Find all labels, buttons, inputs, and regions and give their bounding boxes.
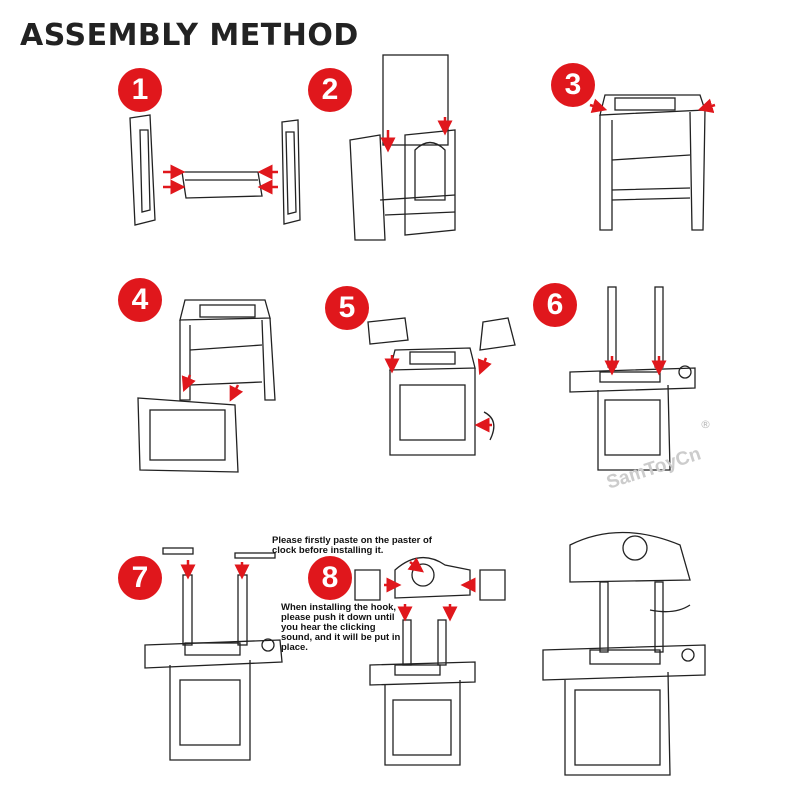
step-3-drawing (599, 94, 706, 231)
step-badge-7: 7 (118, 556, 162, 600)
page-title: ASSEMBLY METHOD (20, 18, 359, 53)
step-7-drawing (144, 547, 283, 761)
step-2-drawing (349, 54, 456, 241)
clock-note: Please firstly paste on the paster of cl… (272, 535, 432, 556)
step-6-drawing (569, 286, 696, 471)
red-arrows (163, 98, 716, 622)
final-assembly-drawing (542, 531, 706, 776)
step-badge-1: 1 (118, 68, 162, 112)
step-badge-5: 5 (325, 286, 369, 330)
step-badge-8: 8 (308, 556, 352, 600)
step-1-drawing (129, 114, 301, 226)
step-badge-2: 2 (308, 68, 352, 112)
step-badge-3: 3 (551, 63, 595, 107)
step-badge-6: 6 (533, 283, 577, 327)
step-5-drawing (367, 317, 516, 456)
step-4-drawing (137, 299, 276, 473)
step-8-drawing (354, 557, 506, 766)
step-badge-4: 4 (118, 278, 162, 322)
registered-mark: ® (700, 418, 711, 431)
hook-note: When installing the hook, please push it… (281, 602, 401, 653)
